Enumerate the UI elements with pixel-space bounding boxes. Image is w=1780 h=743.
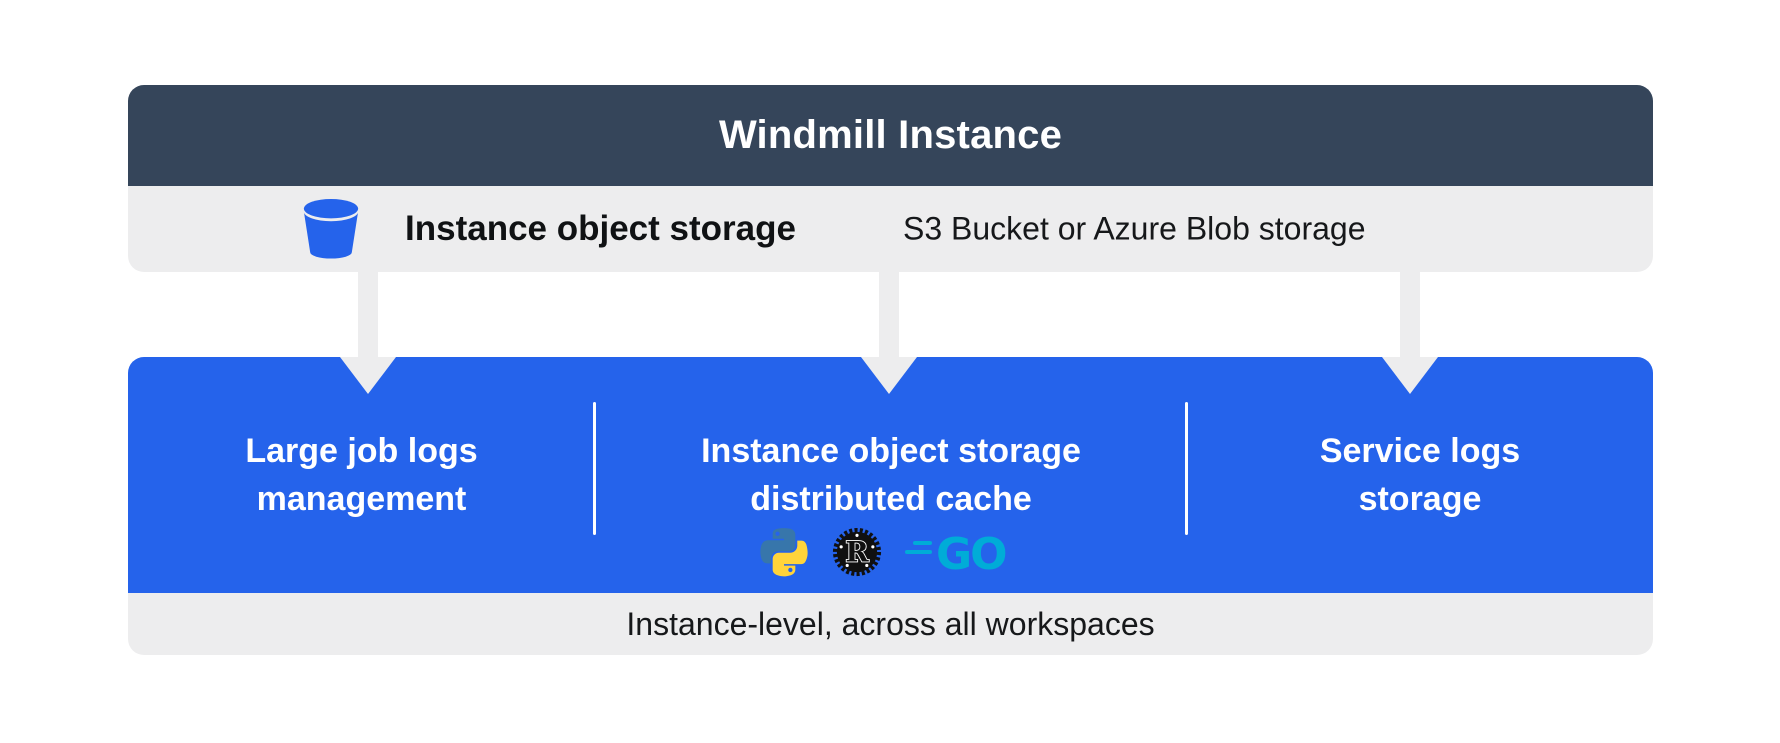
bucket-icon: [300, 197, 362, 261]
feature-title-line: Large job logs: [245, 432, 478, 470]
features-panel: Large job logs management Instance objec…: [128, 357, 1653, 593]
feature-title-line: Instance object storage: [701, 432, 1081, 470]
feature-title-line: management: [256, 480, 467, 518]
windmill-instance-header: Windmill Instance: [128, 85, 1653, 186]
windmill-instance-block: Windmill Instance Instance object storag…: [128, 85, 1653, 272]
arrow-stem: [358, 270, 378, 358]
language-logos: R GO: [595, 524, 1187, 580]
arrow-stem: [879, 270, 899, 358]
storage-title: Instance object storage: [405, 209, 796, 248]
feature-title-line: distributed cache: [750, 480, 1032, 518]
arrow-stem: [1400, 270, 1420, 358]
go-icon: GO: [905, 529, 1023, 575]
rust-icon: R: [829, 524, 885, 580]
section-divider: [593, 402, 596, 535]
page-title: Windmill Instance: [718, 113, 1063, 157]
feature-distributed-cache: Instance object storage distributed cach…: [595, 357, 1187, 593]
feature-title-line: Service logs: [1319, 432, 1521, 470]
feature-large-job-logs: Large job logs management: [128, 357, 595, 593]
instance-object-storage-bar: Instance object storage S3 Bucket or Azu…: [128, 186, 1653, 272]
python-icon: [759, 527, 809, 577]
section-divider: [1185, 402, 1188, 535]
storage-subtitle: S3 Bucket or Azure Blob storage: [903, 210, 1366, 247]
footer-label: Instance-level, across all workspaces: [626, 605, 1155, 642]
feature-title-line: storage: [1358, 480, 1482, 518]
footer-bar: Instance-level, across all workspaces: [128, 593, 1653, 655]
feature-service-logs: Service logs storage: [1187, 357, 1653, 593]
svg-text:GO: GO: [936, 529, 1006, 575]
svg-text:R: R: [845, 536, 869, 569]
